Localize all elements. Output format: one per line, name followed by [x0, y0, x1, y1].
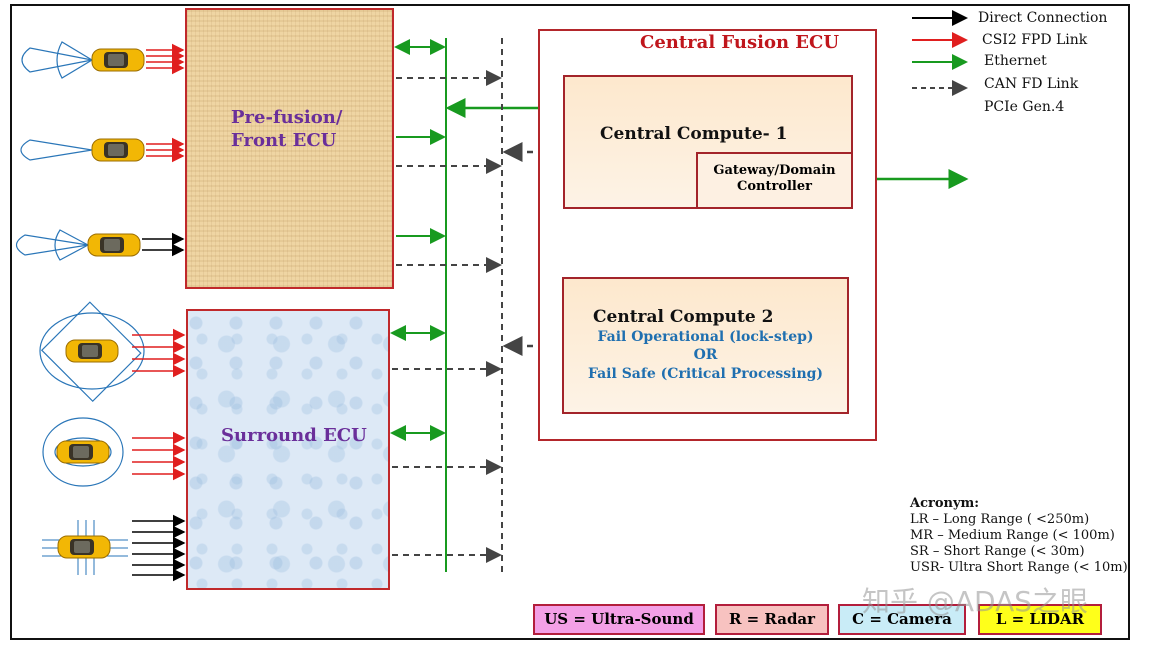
acronym-usr: USR- Ultra Short Range (< 10m) [910, 560, 1128, 575]
can-bus [392, 38, 563, 572]
surround-ecu [186, 309, 390, 590]
sensor-car-2 [20, 138, 145, 162]
gateway-label-line1: Gateway/Domain [713, 163, 836, 178]
surround-ecu-label: Surround ECU [221, 425, 367, 446]
legend-direct-connection: Direct Connection [978, 10, 1108, 26]
watermark: 知乎 @ADAS之眼 [862, 585, 1089, 618]
acronym-mr: MR – Medium Range (< 100m) [910, 528, 1115, 543]
central-compute-2-title: Central Compute 2 [593, 307, 774, 327]
key-lidar: L = LIDAR [978, 604, 1102, 635]
legend-pcie: PCIe Gen.4 [984, 99, 1065, 115]
key-ultra-sound: US = Ultra-Sound [533, 604, 705, 635]
pre-fusion-sensor-links [142, 43, 185, 257]
central-compute-2 [562, 277, 849, 414]
cc2-or: OR [693, 347, 718, 363]
gateway-domain-controller: Gateway/Domain Controller [696, 152, 853, 209]
key-radar: R = Radar [715, 604, 829, 635]
diagram-frame [10, 4, 1130, 640]
key-camera: C = Camera [838, 604, 966, 635]
sensor-car-4 [39, 301, 145, 403]
central-compute-1-title: Central Compute- 1 [600, 124, 788, 144]
legend-can-fd-link: CAN FD Link [984, 76, 1079, 92]
pre-fusion-label-line2: Front ECU [231, 130, 337, 151]
legend-lines [912, 10, 968, 96]
sensor-car-5 [42, 417, 124, 487]
acronym-title: Acronym: [910, 496, 980, 511]
acronym-lr: LR – Long Range ( <250m) [910, 512, 1090, 527]
pre-fusion-label-line1: Pre-fusion/ [231, 107, 343, 128]
sensor-car-3 [15, 229, 141, 261]
surround-sensor-links [132, 328, 186, 582]
gateway-label-line2: Controller [737, 179, 812, 194]
sensor-car-1 [21, 41, 145, 79]
central-fusion-ecu-title: Central Fusion ECU [640, 32, 840, 53]
legend-csi2-fpd-link: CSI2 FPD Link [982, 32, 1088, 48]
acronym-sr: SR – Short Range (< 30m) [910, 544, 1085, 559]
cc2-fail-safe: Fail Safe (Critical Processing) [587, 366, 824, 382]
sensor-car-6 [42, 520, 128, 575]
legend-ethernet: Ethernet [984, 53, 1047, 69]
pre-fusion-ecu [185, 8, 394, 289]
pre-fusion-ecu-label: Pre-fusion/ Front ECU [231, 106, 342, 152]
cc2-fail-operational: Fail Operational (lock-step) [597, 329, 814, 345]
